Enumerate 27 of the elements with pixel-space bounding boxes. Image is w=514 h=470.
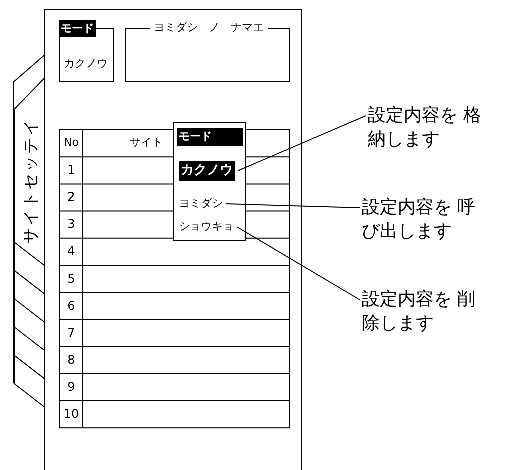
popup-menu [173,122,246,241]
field-title: ヨミダシ ノ ナマエ [150,21,268,35]
row-number: 9 [66,380,76,394]
row-number: 3 [66,217,76,232]
leader-line [238,116,366,172]
tab-label: サイトセッテイ [22,118,40,244]
callout-text: 設定内容を 削除します [362,288,484,336]
menu-item: ヨミダシ [179,197,223,211]
row-number: 1 [66,163,76,178]
leader-line [236,226,360,300]
mode-tag: モード [59,20,96,37]
column-header: No [63,136,80,150]
menu-header: モード [177,128,243,146]
row-number: 4 [66,244,76,258]
row-number: 6 [66,298,76,313]
menu-item: カクノウ [179,161,235,181]
callout-text: 設定内容を 格納します [368,104,490,152]
row-number: 8 [66,352,76,367]
row-number: 5 [66,272,76,286]
mode-value: カクノウ [64,57,108,71]
column-header: サイト [130,136,163,150]
row-number: 7 [66,326,76,340]
callout-text: 設定内容を 呼び出します [362,196,484,244]
leader-line [226,204,360,208]
row-number: 2 [66,190,76,204]
row-number: 10 [62,407,80,421]
menu-item: ショウキョ [179,220,234,234]
